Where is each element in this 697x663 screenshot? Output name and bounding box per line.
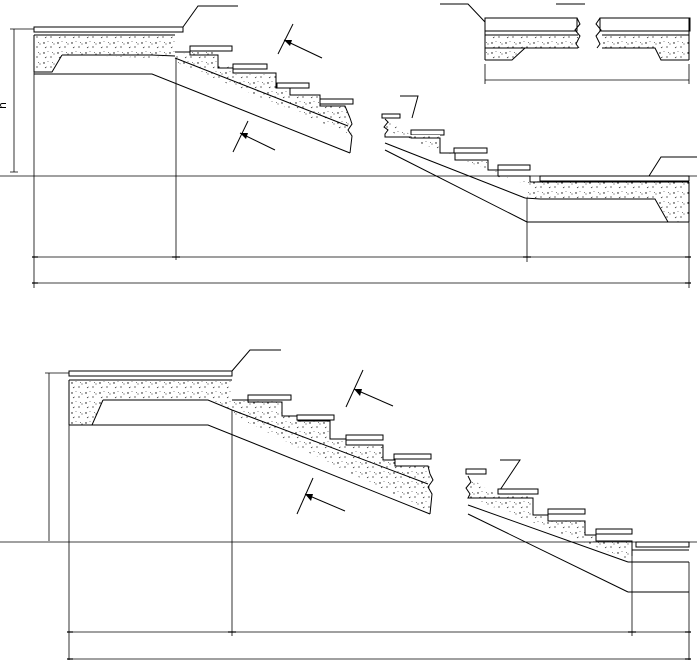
arrow-lower-1 [345, 369, 364, 408]
mid-tread-a [381, 113, 401, 119]
tread-b4 [393, 453, 432, 460]
landing-finish-b [68, 370, 233, 377]
tread-b2 [296, 414, 335, 421]
mid-tread-c [453, 147, 488, 154]
landing-concrete-b [69, 380, 232, 425]
mid-tread-b [410, 129, 445, 136]
upper-flight-soffit [34, 73, 351, 154]
arrow-lower-2 [296, 477, 314, 515]
upper-tread-4 [319, 98, 354, 105]
tread-b1 [247, 394, 292, 401]
mid-tread-d [497, 164, 531, 171]
lower-landing-finish [539, 175, 690, 182]
soffit-b [69, 424, 431, 515]
lower-stair-section [0, 349, 697, 660]
leader-line [182, 5, 238, 28]
arrow-upper-2 [232, 120, 249, 153]
upper-tread-1 [189, 45, 233, 52]
lower-landing-finish-b [635, 541, 690, 548]
upper-flight-concrete [175, 52, 352, 135]
upper-stair-section: h [0, 3, 697, 288]
upper-landing-finish [33, 26, 184, 33]
tread-b3 [345, 434, 384, 441]
dim-h-label: h [0, 102, 9, 109]
upper-tread-2 [232, 63, 268, 70]
upper-tread-3 [276, 82, 310, 89]
arrow-upper-1 [277, 23, 294, 55]
upper-landing-concrete [34, 35, 175, 72]
lower-landing-concrete [527, 182, 689, 222]
tread-detail [440, 3, 691, 84]
